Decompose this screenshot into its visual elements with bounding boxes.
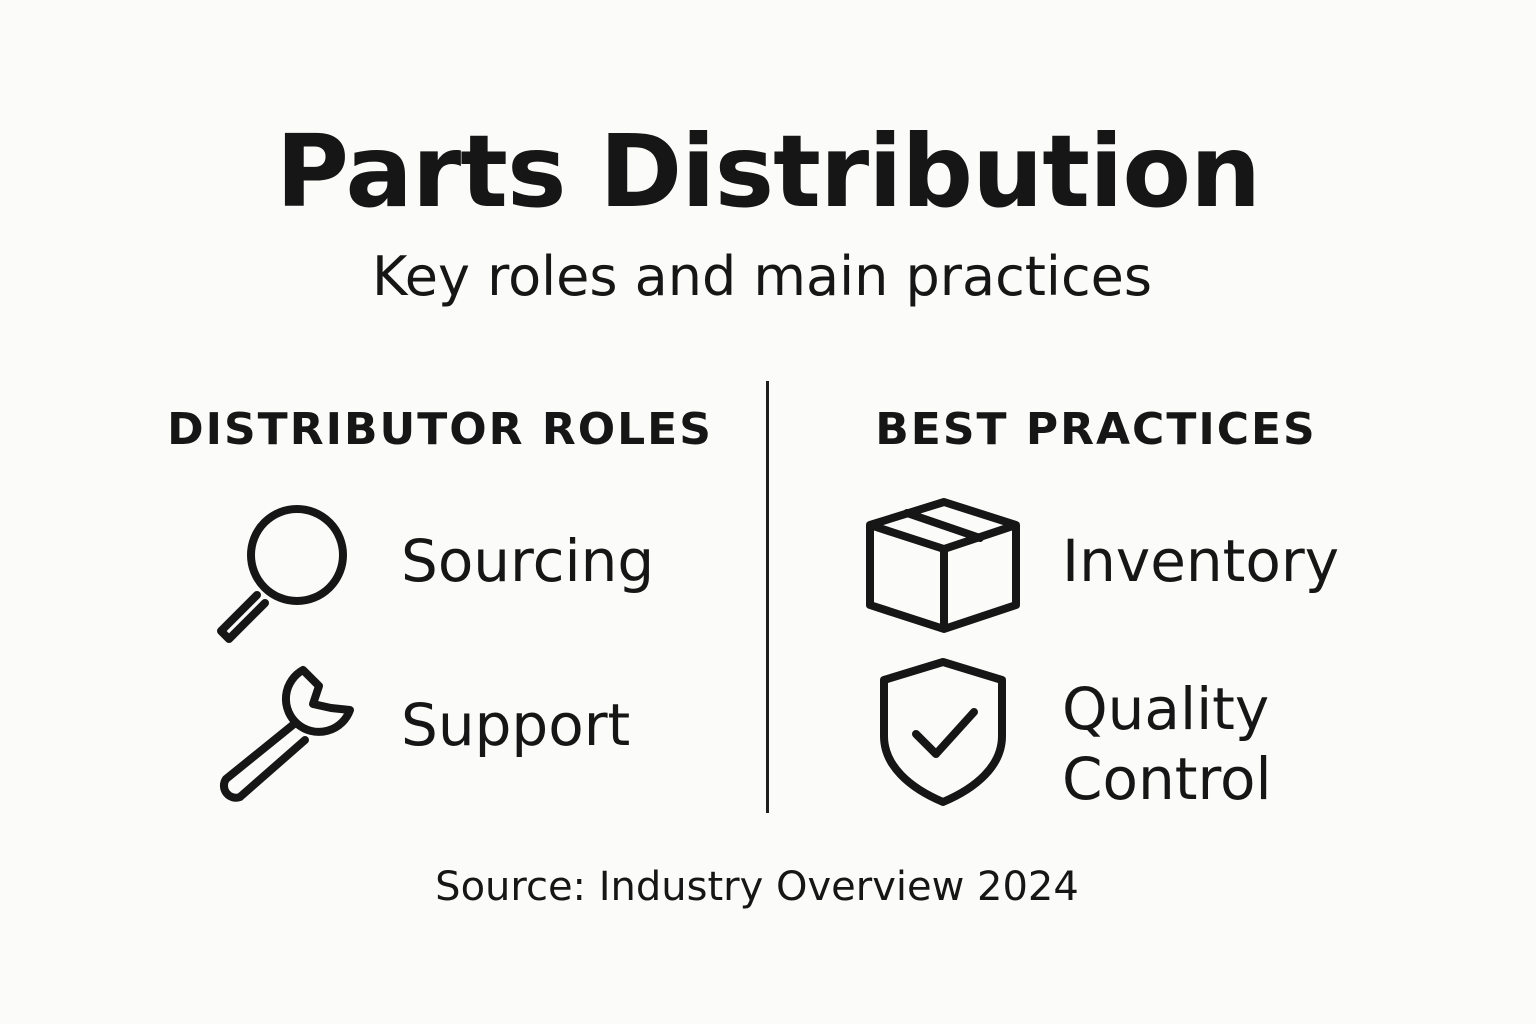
support-label: Support: [401, 691, 631, 759]
best-practices-heading: BEST PRACTICES: [875, 404, 1317, 455]
distributor-roles-heading: DISTRIBUTOR ROLES: [167, 404, 713, 455]
quality-control-label: Quality Control: [1062, 675, 1272, 813]
column-divider: [766, 381, 769, 813]
magnifying-glass-icon: [217, 505, 347, 643]
shield-check-icon: [880, 658, 1006, 806]
source-caption: Source: Industry Overview 2024: [435, 864, 1079, 910]
page-subtitle: Key roles and main practices: [372, 245, 1152, 308]
inventory-label: Inventory: [1062, 527, 1340, 595]
sourcing-label: Sourcing: [401, 527, 655, 595]
page-title: Parts Distribution: [275, 113, 1262, 230]
box-icon: [866, 498, 1020, 633]
wrench-icon: [220, 666, 354, 802]
